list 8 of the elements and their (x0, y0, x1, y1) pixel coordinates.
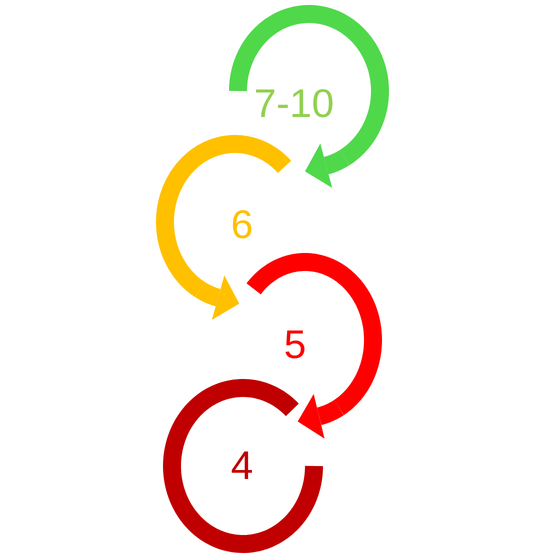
number-label: 6 (230, 205, 254, 245)
number-label: 7-10 (254, 84, 334, 124)
number-label: 4 (230, 446, 254, 486)
ring-arc (163, 379, 323, 553)
ring-arc (229, 5, 389, 166)
number-label: 5 (284, 325, 306, 365)
ring-arc (246, 253, 382, 416)
ring-arc (156, 135, 292, 298)
